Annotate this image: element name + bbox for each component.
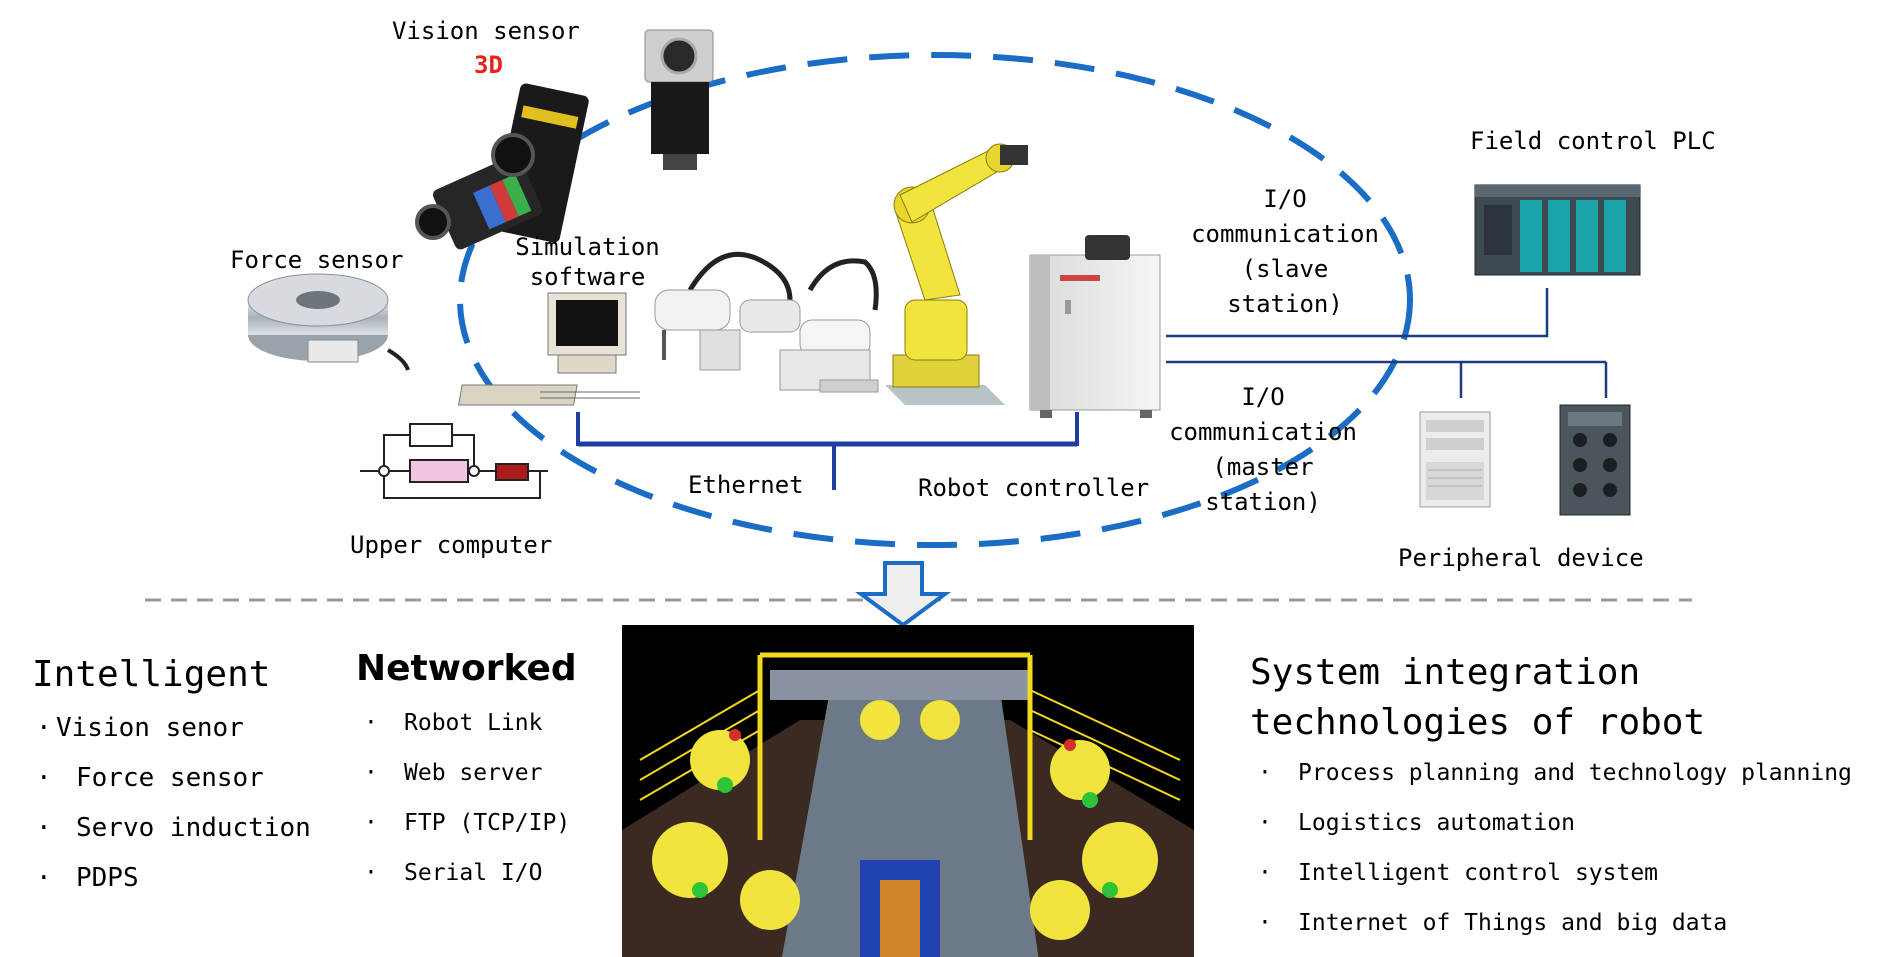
io-master-label: I/O communication (master station) (1158, 380, 1368, 520)
list-item: ·Internet of Things and big data (1258, 898, 1852, 948)
list-item: ·Servo induction (36, 803, 311, 853)
list-item: ·Force sensor (36, 753, 311, 803)
system-boundary-ellipse (457, 52, 1413, 548)
intelligent-title: Intelligent (32, 654, 271, 695)
io-slave-line3: (slave (1241, 255, 1329, 283)
io-master-line3: (master (1212, 453, 1314, 481)
bullet-icon: · (36, 813, 52, 843)
simulation-software-line2: software (529, 263, 646, 291)
upper-computer-label: Upper computer (350, 531, 553, 559)
field-control-plc-label: Field control PLC (1470, 127, 1716, 155)
simulation-software-label: Simulation software (505, 232, 670, 292)
plc-rack-icon (1474, 184, 1641, 276)
scara-robot-icon (654, 251, 879, 393)
bullet-icon: · (1258, 860, 1272, 886)
io-slave-line1: I/O (1263, 185, 1307, 213)
block-diagram-icon (360, 423, 548, 499)
io-master-line4: station) (1205, 488, 1321, 516)
smart-camera-icon (644, 29, 714, 170)
bullet-icon: · (1258, 810, 1272, 836)
desktop-computer-icon (457, 292, 640, 406)
load-cell-icon (247, 273, 410, 371)
robot-workcell-simulation-icon (622, 625, 1194, 957)
list-item: ·Intelligent control system (1258, 848, 1852, 898)
robot-controller-label: Robot controller (918, 474, 1150, 502)
vision-3d-label: 3D (474, 51, 503, 79)
io-module-icon (1559, 404, 1631, 516)
down-arrow-icon (854, 561, 952, 628)
system-integration-title-line1: System integration (1250, 652, 1641, 693)
bullet-icon: · (364, 760, 378, 786)
system-integration-title-line2: technologies of robot (1250, 702, 1706, 743)
io-slave-line2: communication (1191, 220, 1379, 248)
vision-sensor-label: Vision sensor (392, 17, 580, 45)
simulation-software-line1: Simulation (515, 233, 660, 261)
bullet-icon: · (364, 710, 378, 736)
industrial-robot-arm-icon (885, 143, 1028, 405)
list-item: ·PDPS (36, 853, 311, 903)
pc-tower-icon (1419, 411, 1491, 508)
force-sensor-label: Force sensor (230, 246, 404, 274)
list-item: ·FTP (TCP/IP) (364, 798, 570, 848)
list-item: ·Robot Link (364, 698, 570, 748)
bullet-icon: · (1258, 760, 1272, 786)
bullet-icon: · (36, 713, 52, 743)
system-integration-list: ·Process planning and technology plannin… (1258, 748, 1852, 948)
list-item: ·Process planning and technology plannin… (1258, 748, 1852, 798)
3d-camera-icon (415, 83, 589, 250)
bullet-icon: · (364, 810, 378, 836)
io-master-line2: communication (1169, 418, 1357, 446)
bullet-icon: · (364, 860, 378, 886)
list-item: ·Web server (364, 748, 570, 798)
io-slave-line4: station) (1227, 290, 1343, 318)
networked-list: ·Robot Link ·Web server ·FTP (TCP/IP) ·S… (364, 698, 570, 898)
controller-cabinet-icon (1029, 235, 1161, 418)
bullet-icon: · (36, 763, 52, 793)
bullet-icon: · (36, 863, 52, 893)
list-item: ·Serial I/O (364, 848, 570, 898)
list-item: ·Logistics automation (1258, 798, 1852, 848)
io-slave-label: I/O communication (slave station) (1180, 182, 1390, 322)
ethernet-bus (576, 412, 1079, 490)
io-master-line1: I/O (1241, 383, 1285, 411)
bullet-icon: · (1258, 910, 1272, 936)
ethernet-label: Ethernet (688, 471, 804, 499)
networked-title: Networked (356, 648, 577, 689)
intelligent-list: ·Vision senor ·Force sensor ·Servo induc… (36, 703, 311, 903)
io-lines (1166, 288, 1608, 398)
peripheral-device-label: Peripheral device (1398, 544, 1644, 572)
system-integration-title: System integration technologies of robot (1250, 648, 1705, 748)
list-item: ·Vision senor (36, 703, 311, 753)
